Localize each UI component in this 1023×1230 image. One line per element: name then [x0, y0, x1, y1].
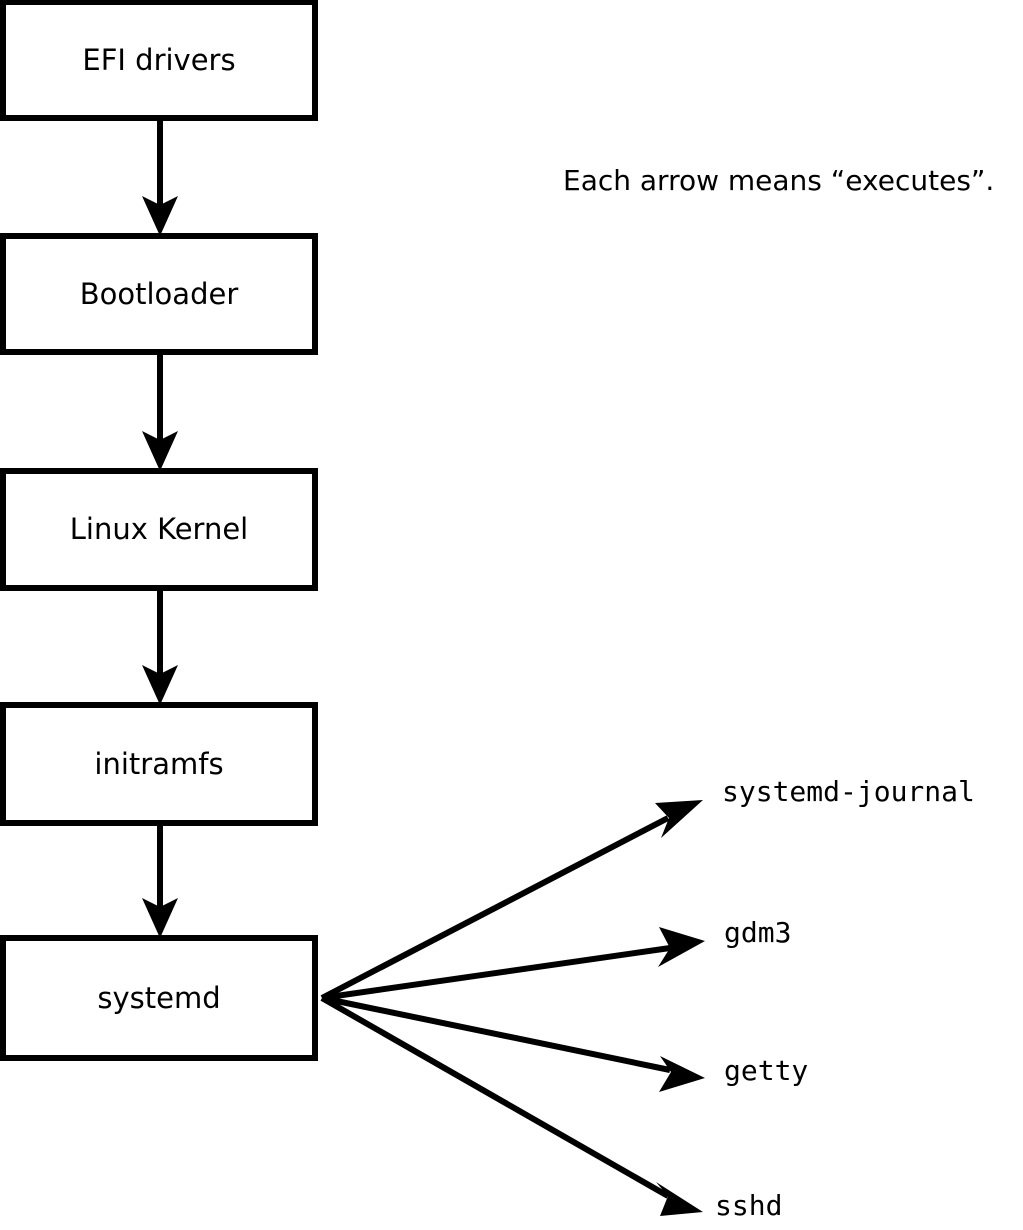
service-label-sshd: sshd — [715, 1189, 782, 1222]
arrow-head-icon — [658, 927, 705, 967]
diagram-caption: Each arrow means “executes”. — [563, 164, 994, 197]
chain-arrow-bootloader-to-kernel — [142, 352, 178, 471]
fan-arrow-getty — [321, 995, 705, 1092]
service-label-getty: getty — [724, 1054, 808, 1087]
process-box-linux-kernel[interactable]: Linux Kernel — [0, 468, 318, 591]
chain-arrow-kernel-to-initramfs — [142, 588, 178, 705]
process-box-efi-drivers[interactable]: EFI drivers — [0, 0, 318, 121]
fan-arrow-line — [320, 815, 670, 1001]
process-box-initramfs[interactable]: initramfs — [0, 702, 318, 826]
chain-arrow-initramfs-to-systemd — [142, 823, 178, 938]
fan-arrow-line — [321, 945, 671, 1001]
box-outline — [0, 935, 318, 1061]
box-outline — [0, 0, 318, 121]
chain-arrow-efi-to-bootloader — [142, 118, 178, 236]
arrow-head-icon — [655, 800, 703, 838]
box-label-efi-drivers: EFI drivers — [82, 43, 235, 77]
service-label-systemd-journal: systemd-journal — [722, 775, 975, 808]
box-outline — [0, 233, 318, 355]
fan-arrow-line — [320, 995, 670, 1199]
fan-arrow-sshd — [320, 995, 703, 1216]
box-outline — [0, 702, 318, 826]
box-label-systemd: systemd — [97, 981, 220, 1015]
box-label-initramfs: initramfs — [94, 747, 223, 781]
arrow-head-icon — [142, 196, 178, 236]
arrow-head-icon — [142, 431, 178, 471]
fan-arrow-systemd-journal — [320, 800, 703, 1001]
box-label-bootloader: Bootloader — [80, 277, 239, 311]
box-label-linux-kernel: Linux Kernel — [70, 512, 248, 546]
process-box-bootloader[interactable]: Bootloader — [0, 233, 318, 355]
fan-arrow-gdm3 — [321, 927, 705, 1001]
fan-arrow-line — [321, 995, 671, 1073]
arrow-head-icon — [142, 898, 178, 938]
service-label-gdm3: gdm3 — [724, 916, 791, 949]
process-box-systemd[interactable]: systemd — [0, 935, 318, 1061]
arrow-head-icon — [142, 665, 178, 705]
arrow-head-icon — [659, 1056, 705, 1092]
box-outline — [0, 468, 318, 591]
arrow-head-icon — [656, 1182, 703, 1216]
